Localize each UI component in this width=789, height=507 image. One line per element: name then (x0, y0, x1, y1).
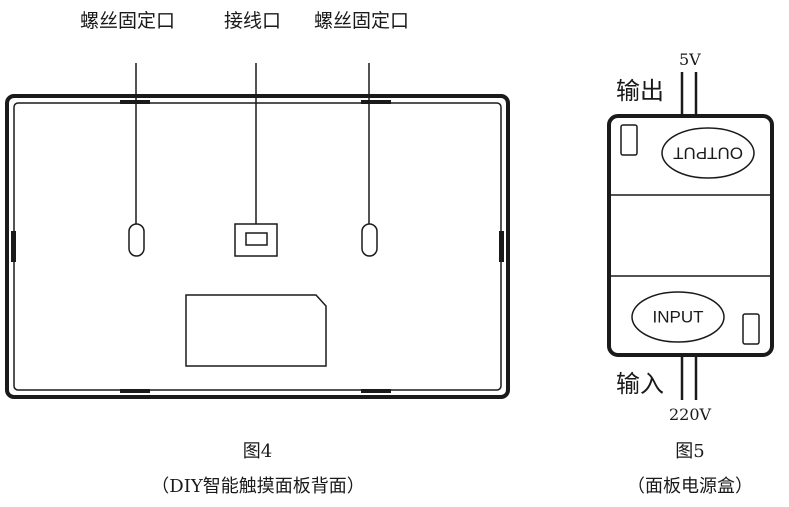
power-box-body (607, 114, 774, 357)
clip-tab-top-right (361, 100, 391, 104)
screw-hole-left-label: 螺丝固定口 (80, 10, 176, 32)
screw-hole-right-label: 螺丝固定口 (314, 10, 410, 32)
figure4-caption: （DIY智能触摸面板背面） (151, 476, 365, 497)
input-oval-text: INPUT (653, 308, 704, 327)
output-oval (661, 127, 755, 179)
clip-tab-bottom-left (120, 389, 150, 393)
screw-hole-right (361, 223, 378, 257)
input-oval (631, 291, 725, 343)
figure5-caption: （面板电源盒） (627, 476, 753, 497)
input-voltage-label: 220V (669, 405, 712, 424)
clip-tab-right (499, 231, 504, 262)
output-slot (620, 124, 638, 156)
figure4-number: 图4 (242, 441, 273, 462)
output-label: 输出 (616, 77, 664, 105)
clip-tab-bottom-right (361, 389, 391, 393)
panel-outer-frame (5, 94, 510, 399)
screw-hole-left (128, 223, 145, 257)
label-plate (185, 294, 327, 367)
panel-back (5, 63, 510, 399)
output-oval-text: OUTPUT (673, 144, 743, 163)
wiring-port-label: 接线口 (224, 10, 282, 32)
wiring-port-inner (245, 232, 268, 246)
clip-tab-left (11, 231, 16, 262)
power-box: OUTPUT INPUT (607, 72, 774, 400)
output-voltage-label: 5V (679, 50, 701, 69)
figure5-number: 图5 (675, 441, 705, 462)
input-label: 输入 (616, 370, 664, 398)
clip-tab-top-left (120, 100, 150, 104)
input-slot (742, 313, 760, 345)
